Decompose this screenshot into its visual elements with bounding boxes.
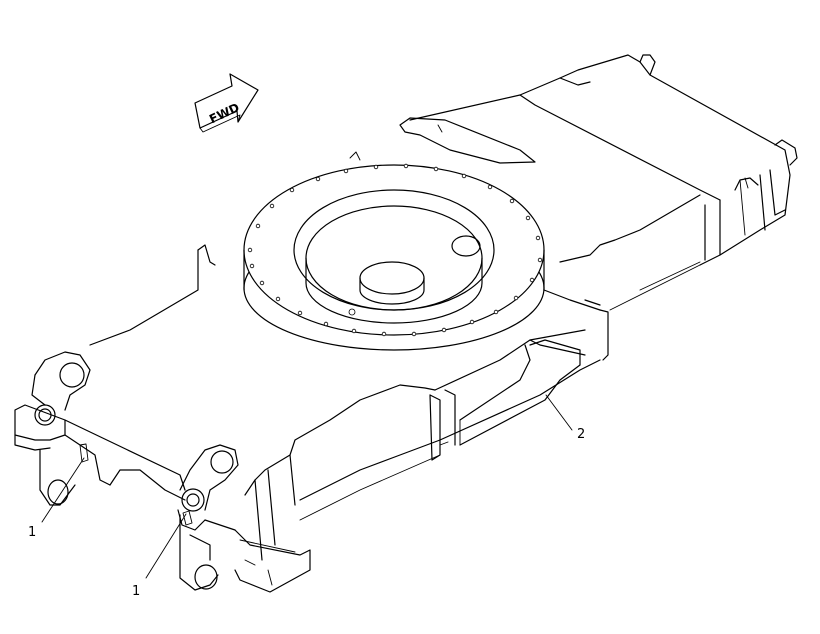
left-end-casting [14, 351, 186, 506]
leader-lines [41, 394, 573, 579]
center-body [89, 194, 701, 361]
top-gusset [399, 117, 536, 164]
callout-1-right: 1 [132, 584, 140, 599]
swing-ring [243, 151, 545, 351]
fwd-arrow: FWD [194, 73, 259, 133]
callout-2: 2 [577, 427, 585, 442]
front-beam [234, 329, 601, 593]
ring-bolts [247, 163, 543, 337]
right-end-casting [177, 444, 239, 591]
rear-beam [409, 54, 798, 266]
cross-member [459, 339, 581, 446]
callout-1-left: 1 [28, 525, 36, 540]
